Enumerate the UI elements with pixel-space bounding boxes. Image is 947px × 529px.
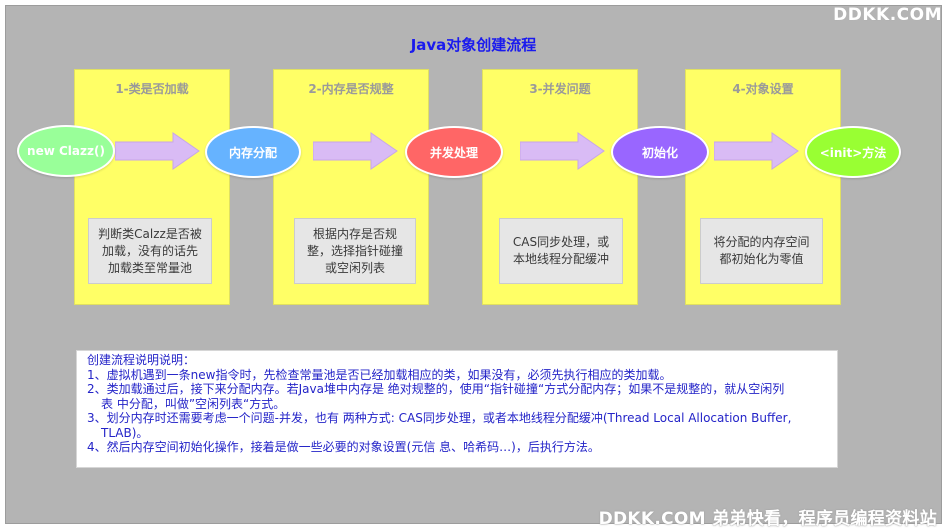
stage-title: 1-类是否加载 xyxy=(115,82,189,96)
node-concurrency-handling: 并发处理 xyxy=(405,126,503,178)
description-heading: 创建流程说明说明： xyxy=(87,353,196,367)
diagram-title: Java对象创建流程 xyxy=(410,36,537,54)
watermark-bottom: DDKK.COM 弟弟快看，程序员编程资料站 xyxy=(598,509,937,529)
flow-arrow-2 xyxy=(313,132,398,170)
watermark-top: DDKK.COM xyxy=(833,5,942,25)
flow-arrow-1 xyxy=(115,132,200,170)
node-new-clazz: new Clazz() xyxy=(17,125,115,177)
stage-title: 4-对象设置 xyxy=(732,82,794,96)
process-description: 创建流程说明说明： 1、虚拟机遇到一条new指令时，先检查常量池是否已经加载相应… xyxy=(76,350,838,468)
stage-note-memory-layout: 根据内存是否规整，选择指针碰撞或空闲列表 xyxy=(294,218,416,284)
flow-arrow-4 xyxy=(714,132,799,170)
stage-note-class-loading: 判断类Calzz是否被加载，没有的话先加载类至常量池 xyxy=(88,218,212,284)
node-init-method: <init>方法 xyxy=(805,126,901,178)
flow-arrow-3 xyxy=(520,132,605,170)
stage-note-concurrency: CAS同步处理，或本地线程分配缓冲 xyxy=(499,218,623,284)
stage-title: 3-并发问题 xyxy=(529,82,591,96)
description-line: 3、划分内存时还需要考虑一个问题-并发，也有 两种方式: CAS同步处理，或者本… xyxy=(87,411,792,425)
description-line: 1、虚拟机遇到一条new指令时，先检查常量池是否已经加载相应的类，如果没有，必须… xyxy=(87,367,672,382)
description-line: TLAB)。 xyxy=(101,425,149,440)
node-memory-allocation: 内存分配 xyxy=(205,126,301,178)
stage-title: 2-内存是否规整 xyxy=(308,82,394,96)
stage-note-object-setup: 将分配的内存空间都初始化为零值 xyxy=(700,218,823,284)
description-line: 4、然后内存空间初始化操作，接着是做一些必要的对象设置(元信 息、哈希码…)，后… xyxy=(87,440,600,454)
description-line: 表 中分配，叫做”空闲列表“方式。 xyxy=(101,396,286,411)
node-initialization: 初始化 xyxy=(611,126,709,178)
description-line: 2、类加载通过后，接下来分配内存。若Java堆中内存是 绝对规整的，使用“指针碰… xyxy=(87,382,785,396)
